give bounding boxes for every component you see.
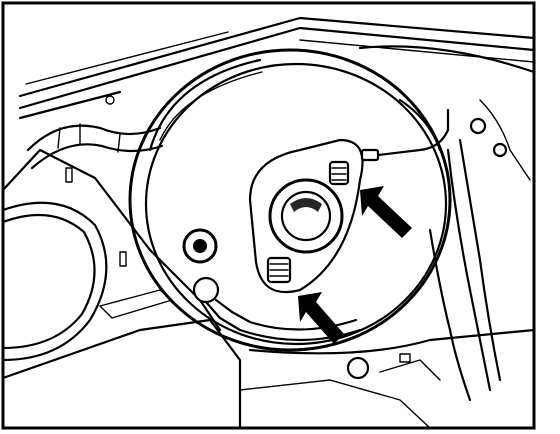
check-valve-grommet bbox=[182, 228, 218, 264]
vacuum-hose bbox=[26, 123, 164, 170]
cowl-panel bbox=[18, 16, 536, 120]
brake-lines bbox=[360, 98, 531, 402]
brake-booster bbox=[128, 48, 452, 352]
floor-pan bbox=[239, 328, 536, 429]
check-valve bbox=[192, 276, 362, 342]
upper-mounting-stud bbox=[328, 160, 350, 186]
master-cylinder-flange bbox=[248, 138, 364, 294]
lower-stud-arrow bbox=[298, 292, 344, 344]
upper-stud-arrow bbox=[360, 186, 412, 238]
strut-tower bbox=[1, 148, 242, 430]
lower-mounting-stud bbox=[266, 256, 292, 284]
center-bore bbox=[268, 178, 344, 254]
